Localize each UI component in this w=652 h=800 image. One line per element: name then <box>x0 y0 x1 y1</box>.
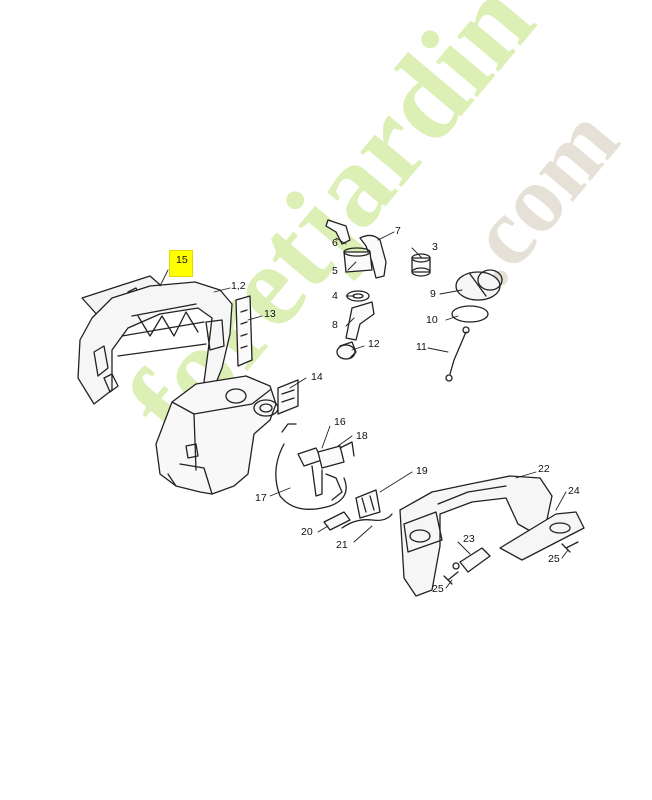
callout-23: 23 <box>463 533 475 545</box>
callout-18: 18 <box>356 430 368 442</box>
part-11-pickup <box>445 326 470 382</box>
callout-10: 10 <box>426 314 438 326</box>
part-13-label <box>235 295 253 367</box>
leader-lines <box>159 231 569 589</box>
callout-3: 3 <box>432 241 438 253</box>
callout-19: 19 <box>416 465 428 477</box>
callout-16: 16 <box>334 416 346 428</box>
callout-9: 9 <box>430 288 436 300</box>
callout-13: 13 <box>264 308 276 320</box>
callout-25-left: 25 <box>432 583 444 595</box>
part-14-label <box>277 379 299 415</box>
callout-1-2: 1,2 <box>231 280 246 292</box>
part-1-2-housing <box>77 281 233 405</box>
part-21-spring <box>341 513 393 529</box>
part-25-screws <box>443 541 579 585</box>
callout-21: 21 <box>336 539 348 551</box>
callout-15: 15 <box>169 250 193 277</box>
callout-6: 6 <box>332 237 338 249</box>
callout-20: 20 <box>301 526 313 538</box>
tank-body <box>155 375 279 495</box>
callout-24: 24 <box>568 485 580 497</box>
callout-11: 11 <box>416 341 427 353</box>
part-10-oring <box>451 305 489 323</box>
callout-25-right: 25 <box>548 553 560 565</box>
part-23-clip <box>452 547 491 573</box>
part-19-switch <box>355 489 381 519</box>
part-6-elbow <box>325 219 351 245</box>
part-16-18-throttle <box>297 441 355 501</box>
part-12-valve <box>336 341 357 360</box>
callout-8: 8 <box>332 319 338 331</box>
callout-12: 12 <box>368 338 380 350</box>
part-8-pipe <box>345 301 375 341</box>
part-9-tank-cap <box>455 269 503 301</box>
part-17-cable <box>275 423 347 510</box>
callout-17: 17 <box>255 492 267 504</box>
part-3-cap <box>411 253 431 277</box>
part-5-pump <box>343 247 373 273</box>
callout-5: 5 <box>332 265 338 277</box>
callout-4: 4 <box>332 290 338 302</box>
part-24-grip <box>499 511 585 561</box>
part-7-hose <box>359 234 387 279</box>
part-20-trigger <box>323 511 351 531</box>
callout-14: 14 <box>311 371 323 383</box>
callout-22: 22 <box>538 463 550 475</box>
callout-7: 7 <box>395 225 401 237</box>
part-22-handle <box>399 475 553 597</box>
